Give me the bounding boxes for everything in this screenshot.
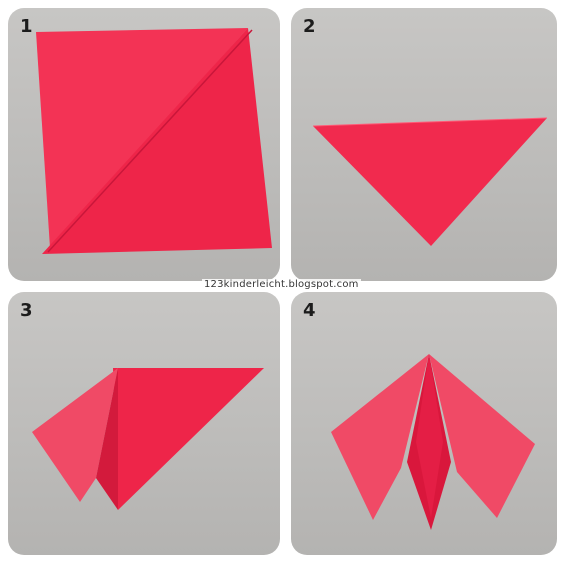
step-3-illustration	[8, 292, 280, 555]
step-2-illustration	[291, 8, 557, 281]
step-4-illustration	[291, 292, 557, 555]
paper-triangle	[313, 118, 547, 246]
step-number-1: 1	[20, 16, 33, 37]
step-3-panel: 3	[8, 292, 280, 555]
step-number-4: 4	[303, 300, 316, 321]
step-1-panel: 1	[8, 8, 280, 281]
step-2-panel: 2	[291, 8, 557, 281]
step-1-illustration	[8, 8, 280, 281]
step-number-3: 3	[20, 300, 33, 321]
step-number-2: 2	[303, 16, 316, 37]
paper-base-triangle	[113, 368, 264, 510]
watermark-text: 123kinderleicht.blogspot.com	[202, 279, 361, 290]
step-4-panel: 4	[291, 292, 557, 555]
